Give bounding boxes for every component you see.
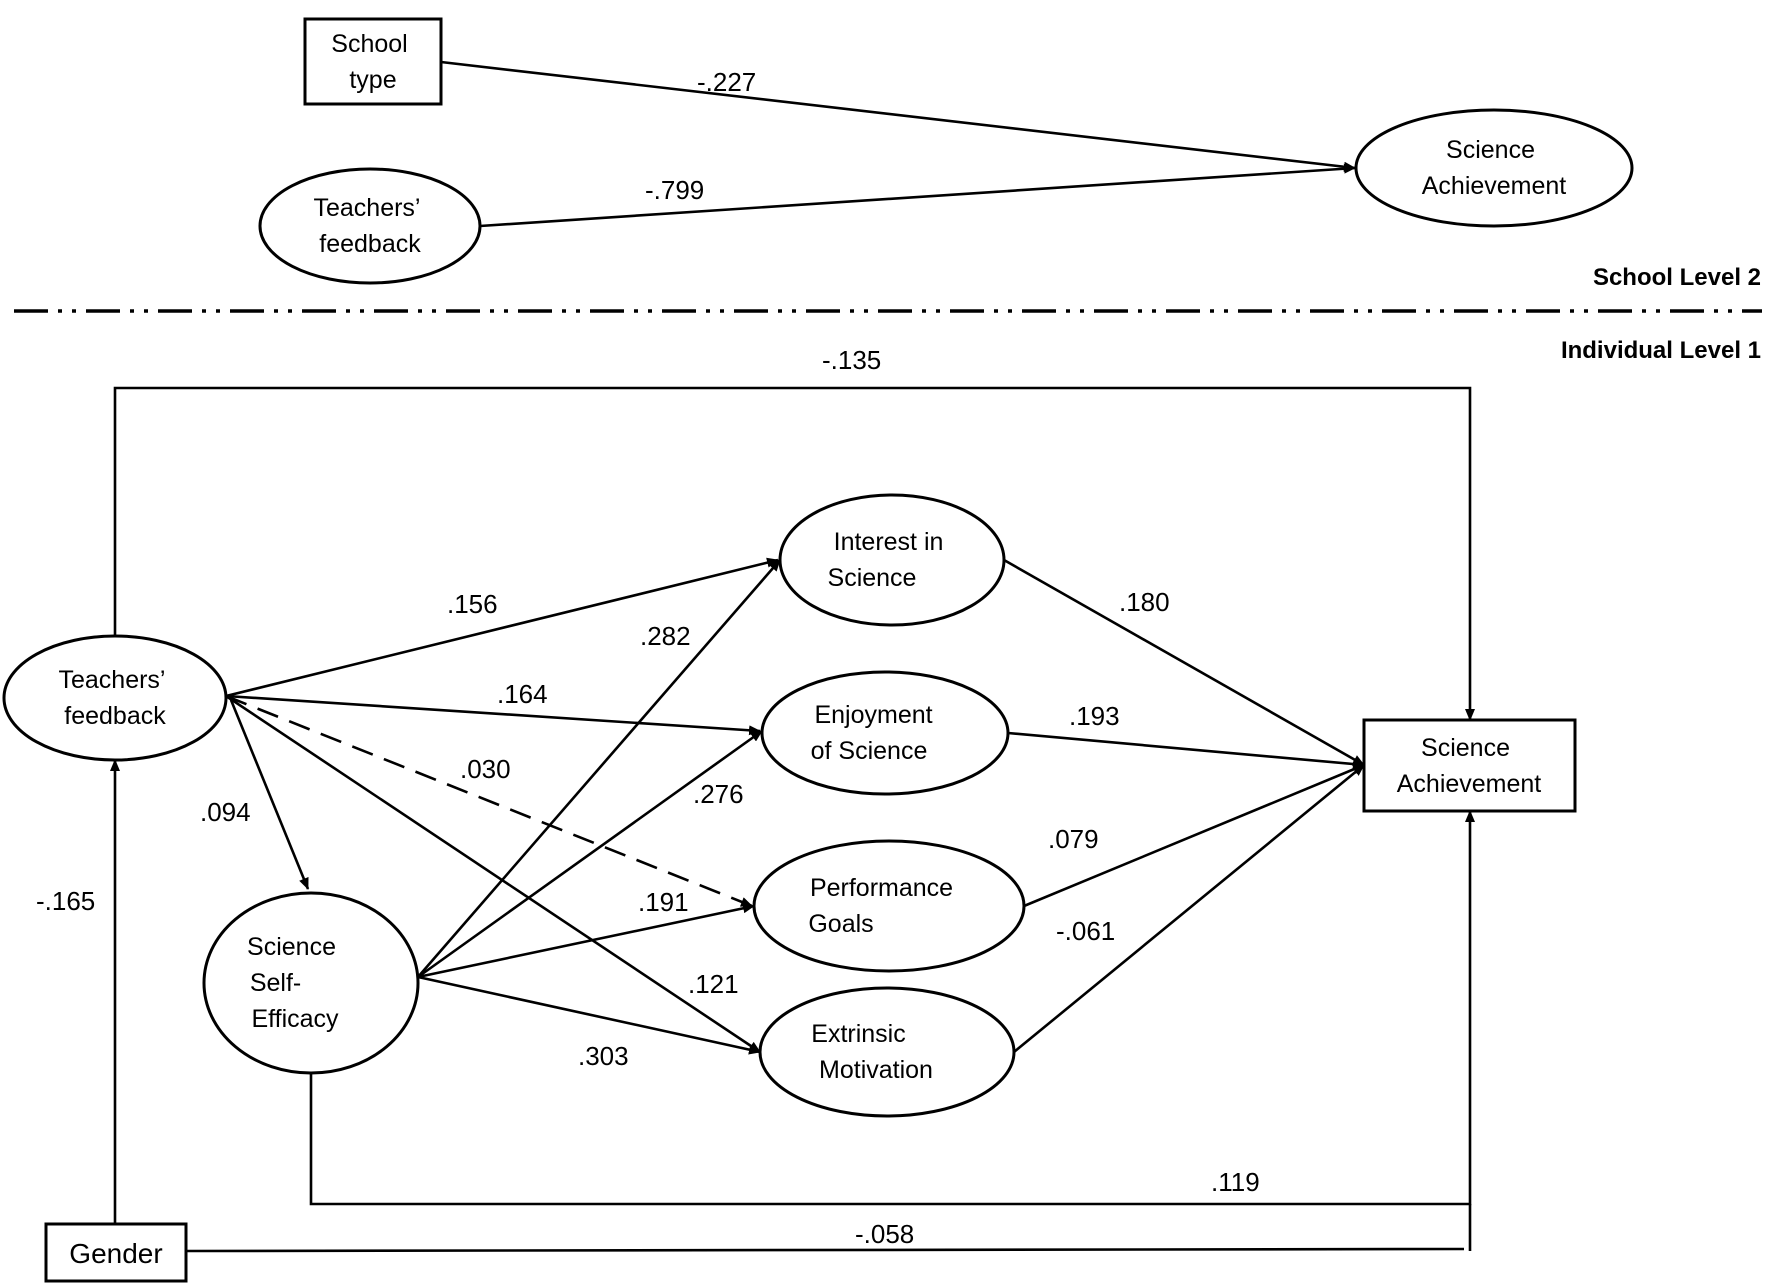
node-science-achievement-label: Science Achievement	[1397, 734, 1542, 798]
path-feedback-to-self-efficacy	[229, 699, 310, 890]
coef-gender-to-feedback: -.165	[36, 886, 95, 916]
path-efficacy-to-interest	[417, 559, 781, 978]
node-school-type-label: School type	[331, 30, 414, 94]
coef-feedback-to-extrinsic: .121	[688, 969, 739, 999]
node-enjoyment-of-science-label: Enjoyment of Science	[811, 701, 940, 765]
node-school-type	[303, 17, 443, 106]
coef-interest-to-achievement: .180	[1119, 587, 1170, 617]
coef-efficacy-to-achievement: .119	[1211, 1167, 1260, 1197]
node-gender	[44, 1222, 188, 1283]
node-l2-science-achievement-label: Science Achievement	[1422, 136, 1567, 200]
school-level-section: School type Teachers’ feedback Science A…	[258, 17, 1761, 291]
coef-performance-to-achievement: .079	[1048, 824, 1099, 854]
path-performance-to-achievement	[1023, 763, 1365, 908]
coef-efficacy-to-performance: .191	[638, 887, 689, 917]
node-extrinsic-motivation-label: Extrinsic Motivation	[811, 1020, 933, 1084]
node-self-efficacy	[202, 891, 420, 1075]
coef-efficacy-to-extrinsic: .303	[578, 1041, 629, 1071]
coef-feedback-to-enjoyment: .164	[497, 679, 548, 709]
node-l2-science-achievement	[1354, 108, 1634, 228]
path-efficacy-to-enjoyment	[417, 729, 763, 979]
path-interest-to-achievement	[1003, 558, 1365, 767]
node-l2-teachers-feedback	[258, 167, 482, 285]
coef-gender-to-achievement: -.058	[855, 1219, 914, 1249]
coef-school-type-to-achievement: -.227	[697, 67, 756, 97]
coef-feedback-to-interest: .156	[447, 589, 498, 619]
path-feedback-to-achievement	[113, 386, 1475, 721]
node-extrinsic-motivation	[758, 986, 1016, 1118]
coef-enjoyment-to-achievement: .193	[1069, 701, 1120, 731]
path-feedback-to-performance	[225, 694, 753, 908]
coef-feedback-to-self-efficacy: .094	[200, 797, 251, 827]
node-interest-in-science-label: Interest in Science	[828, 528, 951, 592]
coef-feedback-to-performance: .030	[460, 754, 511, 784]
node-self-efficacy-label: Science Self- Efficacy	[247, 933, 343, 1033]
path-efficacy-to-performance	[417, 903, 755, 979]
node-science-achievement	[1362, 718, 1577, 813]
coef-feedback-to-achievement: -.135	[822, 345, 881, 375]
path-feedback-to-interest	[225, 557, 779, 698]
coef-efficacy-to-enjoyment: .276	[693, 779, 744, 809]
path-feedback-to-enjoyment	[225, 694, 761, 736]
school-level-label: School Level 2	[1593, 264, 1761, 291]
path-school-type-to-achievement	[440, 60, 1356, 172]
node-gender-label: Gender	[69, 1238, 162, 1269]
path-efficacy-to-achievement	[309, 810, 1475, 1206]
node-l2-teachers-feedback-label: Teachers’ feedback	[313, 194, 426, 258]
node-enjoyment-of-science	[760, 670, 1010, 796]
path-efficacy-to-extrinsic	[417, 975, 761, 1055]
coef-l2-feedback-to-achievement: -.799	[645, 175, 704, 205]
individual-level-label: Individual Level 1	[1561, 337, 1761, 364]
node-performance-goals	[752, 839, 1026, 973]
node-teachers-feedback-label: Teachers’ feedback	[58, 666, 171, 730]
individual-level-section: Individual Level 1 Teachers’ feedback	[2, 337, 1761, 1283]
node-interest-in-science	[778, 493, 1006, 627]
coef-efficacy-to-interest: .282	[640, 621, 691, 651]
node-performance-goals-label: Performance Goals	[808, 874, 960, 938]
path-l2-feedback-to-achievement	[479, 163, 1356, 228]
path-gender-to-achievement	[185, 1247, 1465, 1253]
coef-extrinsic-to-achievement: -.061	[1056, 916, 1115, 946]
path-enjoyment-to-achievement	[1007, 731, 1365, 769]
path-extrinsic-to-achievement	[1013, 763, 1365, 1054]
path-feedback-to-extrinsic	[225, 694, 761, 1054]
node-teachers-feedback	[2, 634, 228, 762]
